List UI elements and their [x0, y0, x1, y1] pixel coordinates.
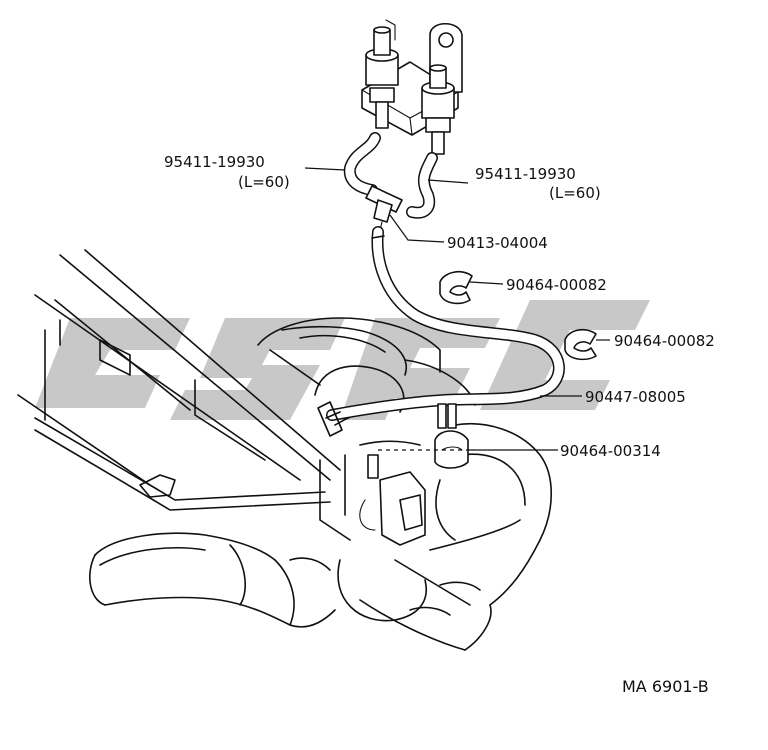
part-label-hose-right: 95411-19930 [475, 165, 576, 183]
air-intake-duct [89, 532, 336, 628]
hose-clamp-upper [439, 270, 473, 305]
watermark-logo [35, 300, 650, 420]
part-label-long-hose: 90447-08005 [585, 388, 686, 406]
part-label-clamp-upper: 90464-00082 [506, 276, 607, 294]
vacuum-hose-left [343, 132, 381, 196]
part-label-clamp-middle: 90464-00082 [614, 332, 715, 350]
vsv-solenoid-valves [361, 19, 463, 155]
part-label-clamp-lower: 90464-00314 [560, 442, 661, 460]
hose-clamp-middle [564, 328, 597, 361]
long-vacuum-hose [317, 226, 565, 437]
hose-clamp-lower [434, 403, 469, 469]
vacuum-hose-right [406, 152, 438, 219]
intake-surge-hose [359, 423, 553, 651]
part-label-union: 90413-04004 [447, 234, 548, 252]
engine-valve-cover [17, 249, 341, 511]
leader-lines [304, 167, 610, 451]
part-note-hose-right: (L=60) [549, 184, 601, 202]
three-way-union [365, 185, 403, 231]
figure-reference: MA 6901-B [622, 677, 709, 696]
part-label-hose-left: 95411-19930 [164, 153, 265, 171]
part-note-hose-left: (L=60) [238, 173, 290, 191]
